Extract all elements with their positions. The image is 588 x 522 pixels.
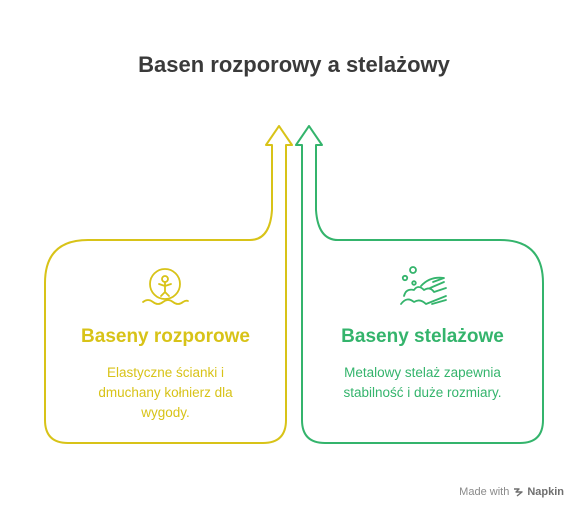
footer-prefix: Made with <box>459 486 510 498</box>
right-card-outline <box>295 125 544 444</box>
right-card-heading: Baseny stelażowe <box>341 326 504 347</box>
diagram-title: Basen rozporowy a stelażowy <box>138 52 450 77</box>
swimmer-ring-icon <box>142 268 189 305</box>
left-card-description-line: wygody. <box>141 405 190 420</box>
left-card-heading: Baseny rozporowe <box>81 326 250 347</box>
right-card-description-line: stabilność i duże rozmiary. <box>343 385 502 400</box>
left-card-description-line: dmuchany kołnierz dla <box>98 385 233 400</box>
made-with-badge[interactable]: Made with Napkin <box>459 486 564 498</box>
footer-brand: Napkin <box>527 486 564 498</box>
left-card-outline <box>44 125 293 444</box>
napkin-logo-icon <box>514 488 524 497</box>
right-card-description-line: Metalowy stelaż zapewnia <box>344 365 501 380</box>
left-card-description-line: Elastyczne ścianki i <box>106 365 225 380</box>
water-splash-icon <box>400 266 447 305</box>
right-card-description: Metalowy stelaż zapewnia stabilność i du… <box>302 363 543 403</box>
left-card-description: Elastyczne ścianki i dmuchany kołnierz d… <box>45 363 286 423</box>
